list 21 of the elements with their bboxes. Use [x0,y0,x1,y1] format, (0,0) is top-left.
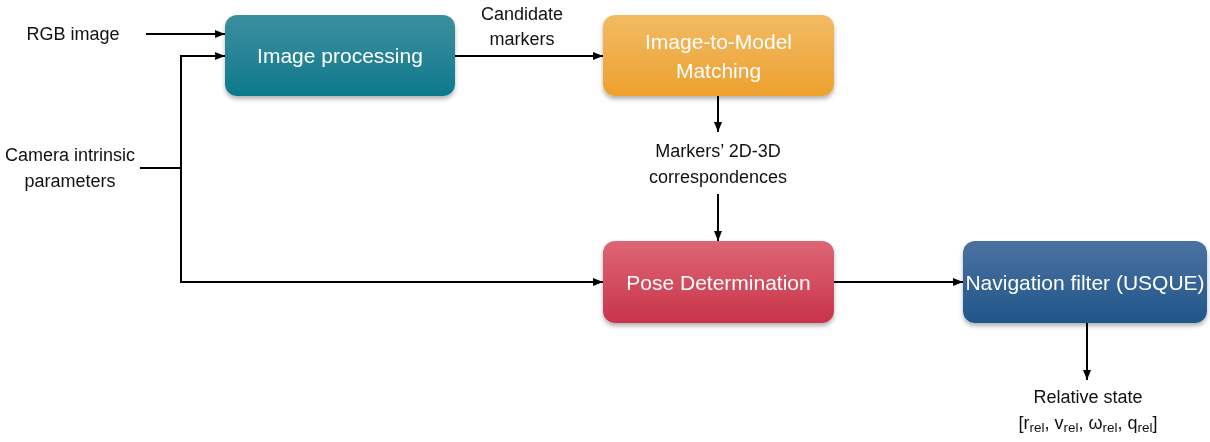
node-text: [r$_{rel}$, v$_{rel}$, ω$_{rel}$, q$_{rel}$] [1018,412,1158,436]
arrow [139,167,604,286]
arrow [454,52,604,60]
node-text: Image-to-Model Matching [643,28,794,84]
arrow [145,30,226,38]
node-text: RGB image [26,23,120,46]
node-text: Relative state [1033,386,1143,409]
arrow [1083,322,1091,381]
arrow [714,193,722,242]
arrow [833,278,964,286]
process-box [603,241,834,323]
node-text: Pose Determination [626,269,811,296]
node-text: Markers’ 2D-3D correspondences [647,140,789,189]
node-text: Camera intrinsic parameters [3,144,136,193]
process-box [225,15,455,96]
process-box [963,241,1207,323]
edge-label: Candidate markers [479,3,565,51]
node-text: Navigation filter (USQUE) [965,269,1205,296]
arrow [714,95,722,133]
process-box [603,15,834,96]
node-text: Image processing [257,43,423,69]
